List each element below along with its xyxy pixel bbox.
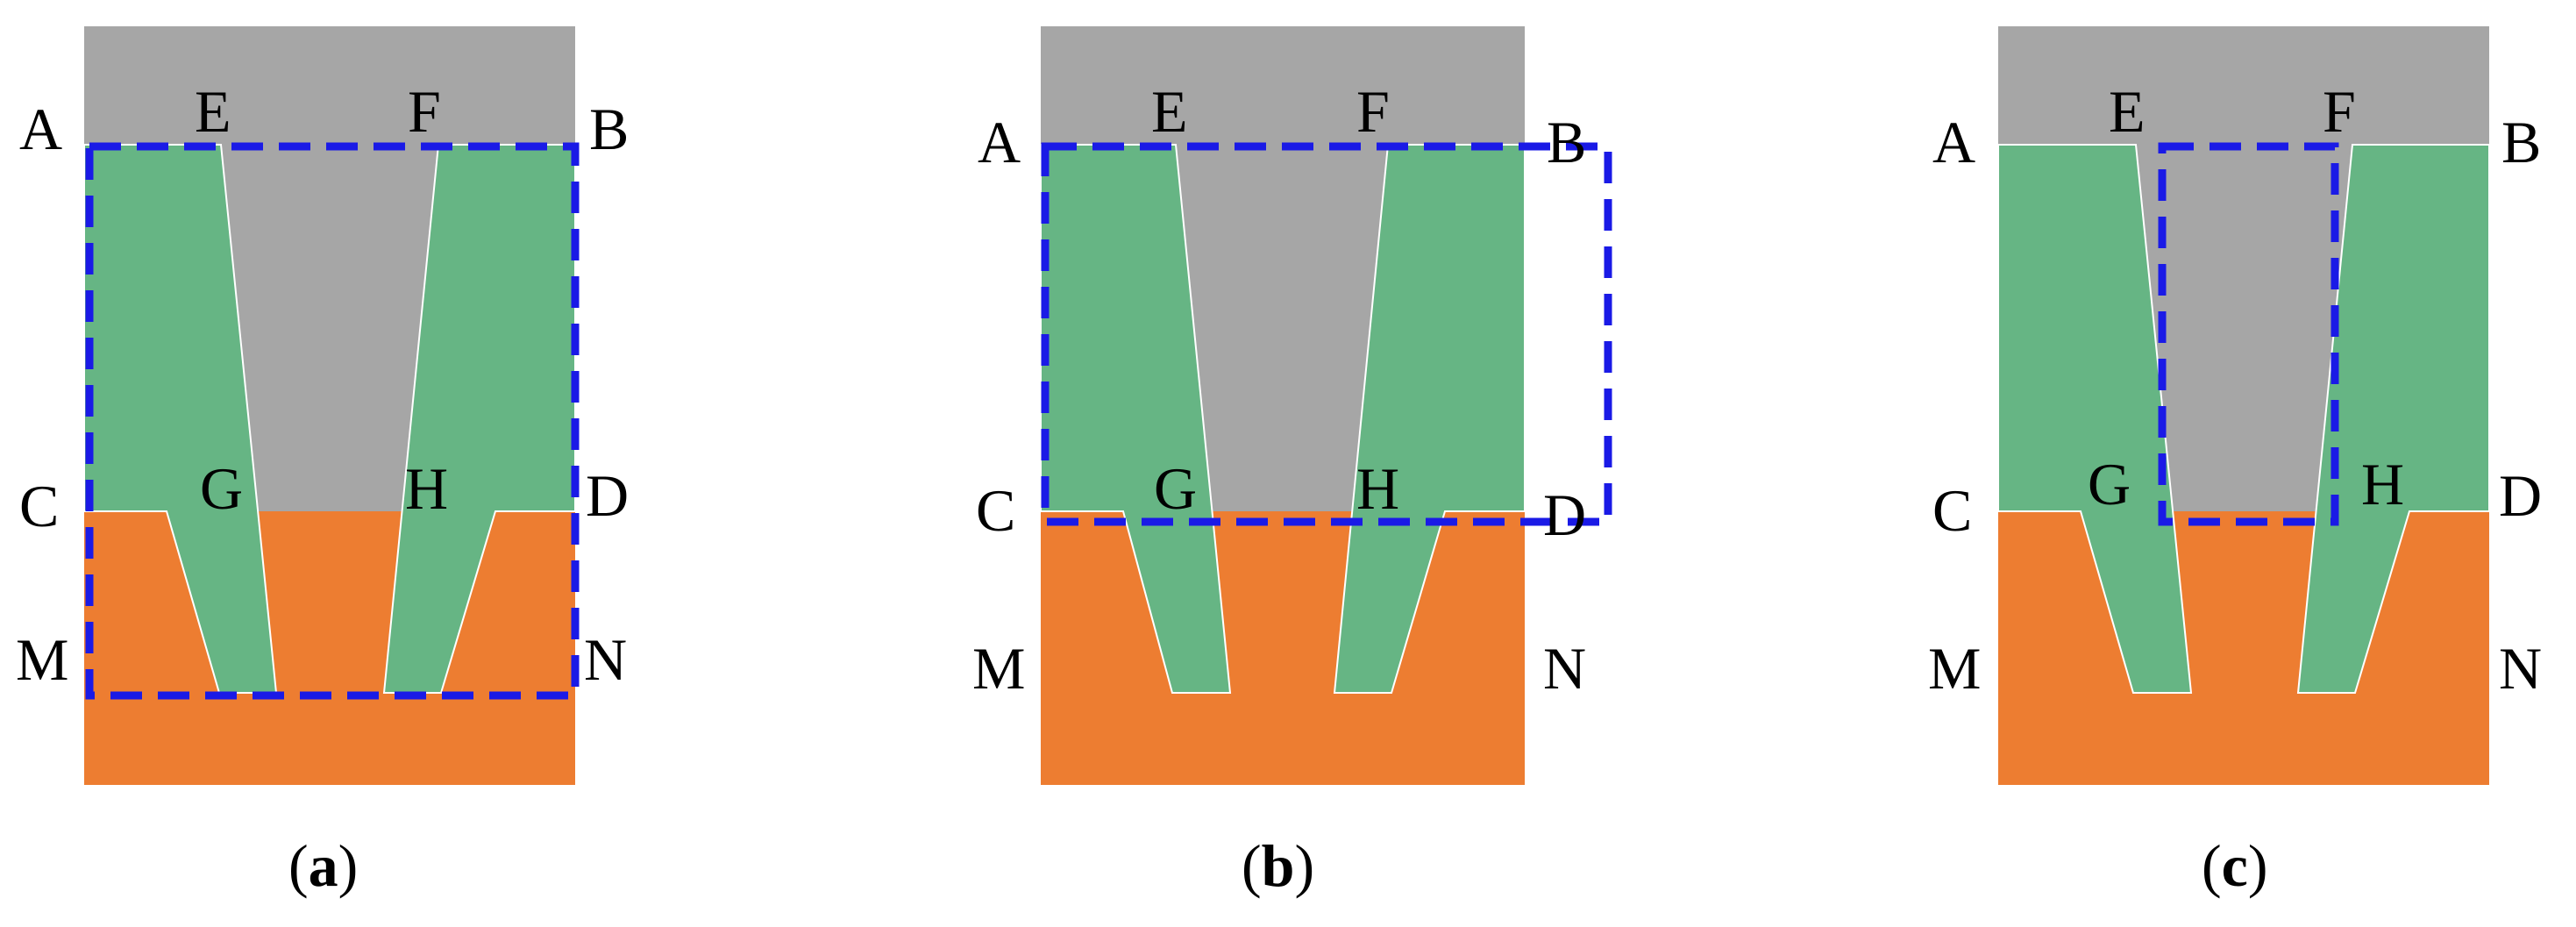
label-C: C (1932, 477, 1972, 544)
label-D: D (586, 462, 629, 529)
label-G: G (200, 455, 243, 522)
label-E: E (1151, 78, 1188, 145)
caption-letter: c (2222, 832, 2248, 899)
label-M: M (16, 626, 68, 693)
dashed-region (85, 142, 580, 700)
orange-substrate (1041, 511, 1525, 785)
label-H: H (1356, 455, 1399, 522)
dashed-region (1041, 142, 1612, 526)
label-G: G (1154, 455, 1197, 522)
orange-substrate (84, 511, 575, 785)
label-G: G (2088, 451, 2131, 517)
caption-open-paren: ( (1242, 832, 1262, 899)
caption-close-paren: ) (338, 832, 359, 899)
label-D: D (2499, 462, 2542, 529)
caption-a: (a) (288, 832, 358, 899)
label-B: B (1547, 109, 1586, 175)
label-A: A (19, 96, 62, 162)
caption-b: (b) (1242, 832, 1314, 899)
label-M: M (972, 635, 1025, 702)
green-region-left (1997, 144, 2193, 694)
green-region-right (2296, 144, 2490, 694)
label-D: D (1543, 481, 1586, 548)
caption-letter: a (309, 832, 338, 899)
label-A: A (978, 109, 1021, 175)
label-C: C (976, 477, 1015, 544)
dashed-region (2158, 142, 2339, 526)
label-H: H (2361, 451, 2404, 517)
caption-close-paren: ) (2248, 832, 2268, 899)
caption-letter: b (1262, 832, 1295, 899)
panel-a: A B C D E F G H M N (a) (16, 26, 629, 899)
label-E: E (2109, 78, 2145, 145)
label-N: N (584, 626, 627, 693)
caption-open-paren: ( (2202, 832, 2222, 899)
label-A: A (1932, 109, 1975, 175)
panel-c: A B C D E F G H M N (c) (1928, 26, 2542, 899)
green-region-left (1040, 144, 1232, 694)
caption-c: (c) (2202, 832, 2268, 899)
label-M: M (1928, 635, 1981, 702)
label-F: F (1356, 78, 1390, 145)
label-B: B (2501, 109, 2541, 175)
label-H: H (405, 455, 448, 522)
label-E: E (195, 78, 231, 145)
label-F: F (408, 78, 441, 145)
label-C: C (19, 473, 59, 539)
caption-close-paren: ) (1294, 832, 1314, 899)
orange-substrate (1998, 511, 2489, 785)
panel-b: A B C D E F G H M N (b) (972, 26, 1612, 899)
label-N: N (2499, 635, 2542, 702)
label-N: N (1543, 635, 1586, 702)
label-F: F (2323, 78, 2356, 145)
label-B: B (589, 96, 629, 162)
caption-open-paren: ( (288, 832, 309, 899)
